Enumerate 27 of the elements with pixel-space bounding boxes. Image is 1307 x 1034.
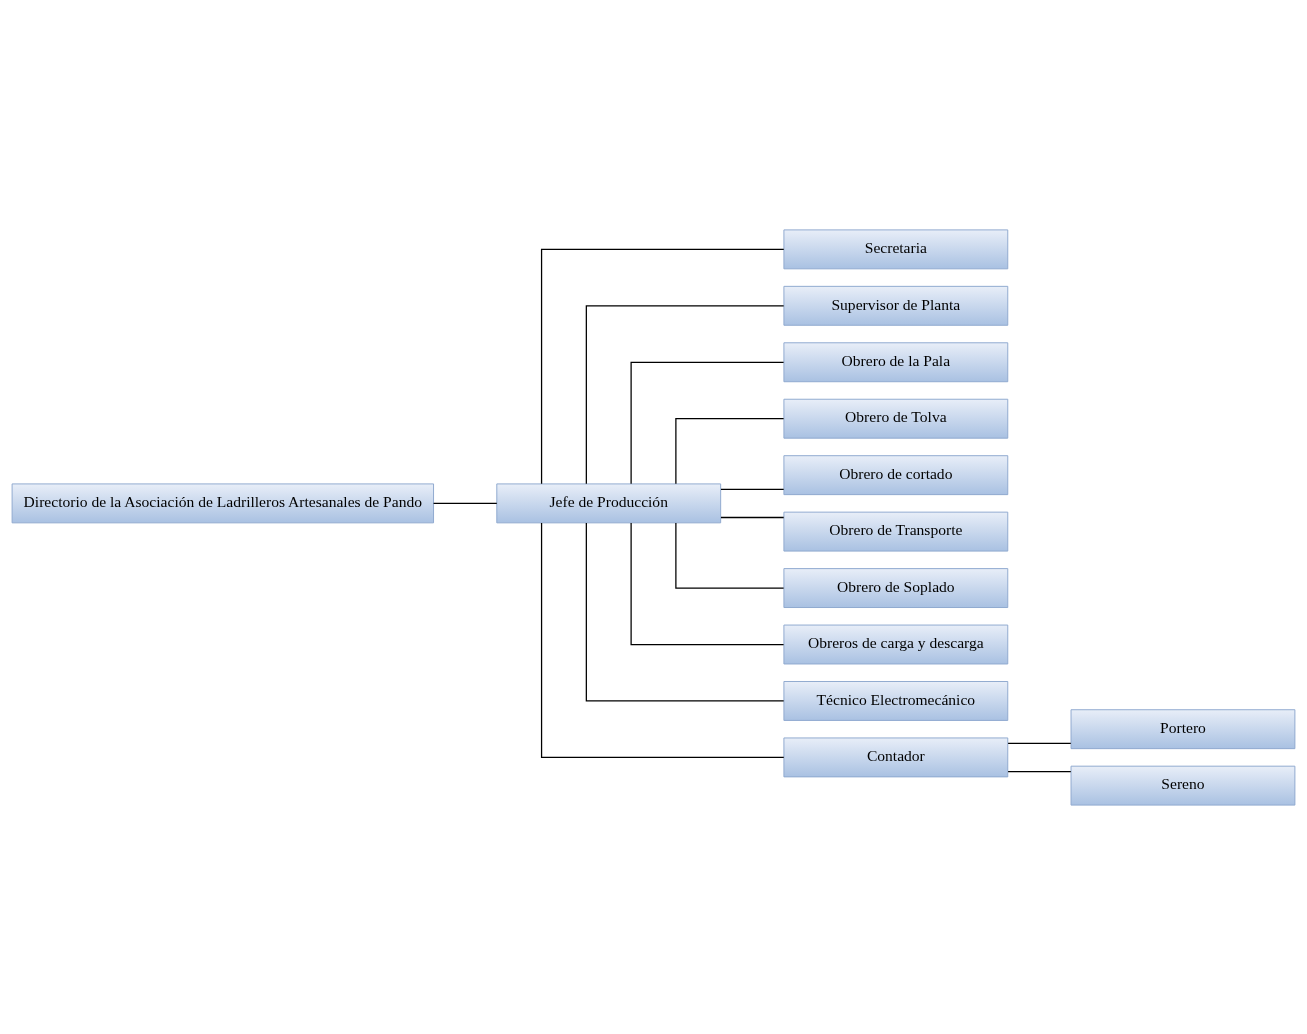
connector (585, 521, 785, 702)
connector (1007, 742, 1072, 744)
connector (1007, 770, 1072, 772)
node-box: Técnico Electromecánico (783, 680, 1009, 721)
connector (585, 304, 785, 484)
connector (630, 521, 785, 645)
node-box: Portero (1070, 708, 1296, 749)
node-box: Obrero de Transporte (783, 511, 1009, 552)
node-box: Jefe de Producción (496, 482, 722, 523)
connector (630, 361, 785, 484)
connector (675, 521, 785, 589)
node-box: Obrero de Tolva (783, 398, 1009, 439)
node-box: Obreros de carga y descarga (783, 624, 1009, 664)
node-box: Contador (783, 736, 1009, 777)
connector (720, 488, 785, 490)
node-box: Obrero de la Pala (783, 341, 1009, 382)
node-box: Directorio de la Asociación de Ladrilleros Artesanales de Pando (11, 482, 435, 523)
connector (540, 521, 785, 758)
node-box: Supervisor de Planta (783, 285, 1009, 326)
connector (720, 516, 785, 518)
connector (540, 248, 785, 484)
node-box: Obrero de Soplado (783, 567, 1009, 608)
node-box: Sereno (1070, 765, 1296, 806)
connector (675, 417, 785, 484)
node-box: Obrero de cortado (783, 454, 1009, 495)
node-box: Secretaria (783, 228, 1009, 269)
connector (432, 502, 498, 504)
